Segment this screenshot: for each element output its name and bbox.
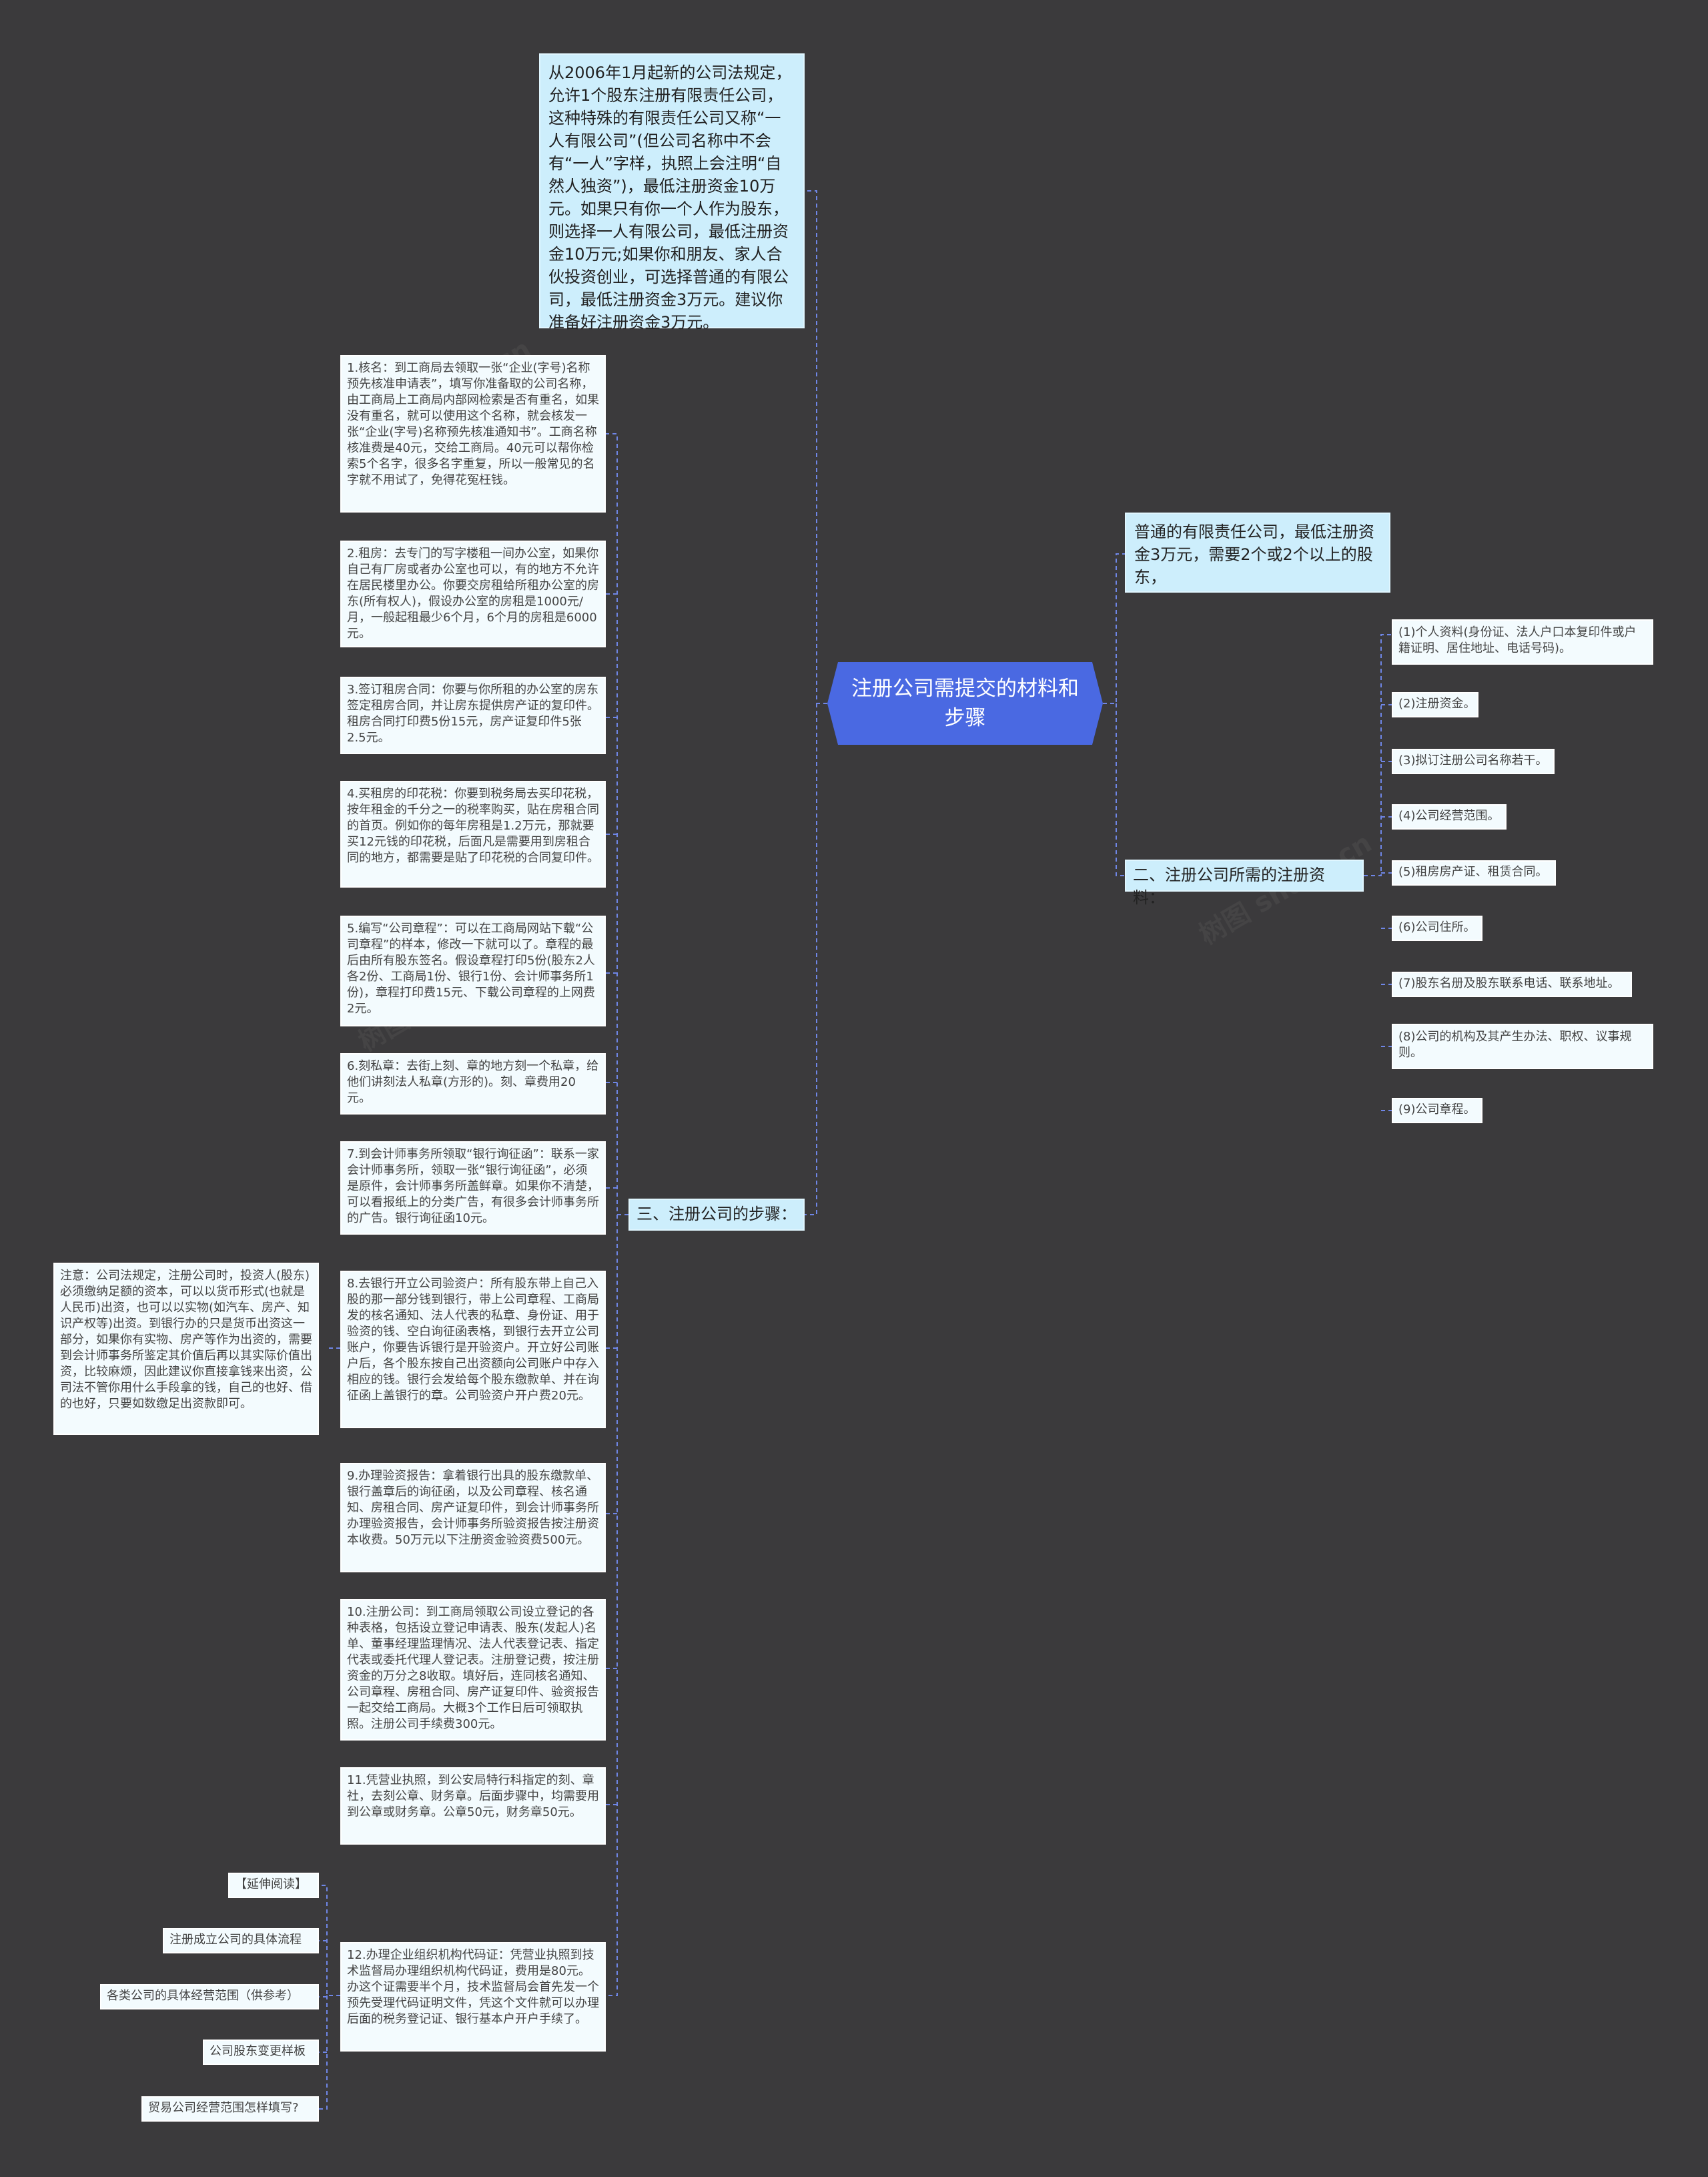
link-materials-trunk [1364, 634, 1392, 876]
extended-item[interactable]: 贸易公司经营范围怎样填写? [141, 2096, 319, 2122]
material-item-5[interactable]: (5)租房房产证、租赁合同。 [1392, 860, 1556, 886]
link-steps-trunk-up [606, 433, 628, 1215]
material-text: (2)注册资金。 [1398, 697, 1476, 711]
step-item-4[interactable]: 4.买租房的印花税：你要到税务局去买印花税，按年租金的千分之一的税率购买，贴在房… [340, 781, 606, 888]
step-item-11[interactable]: 11.凭营业执照，到公安局特行科指定的刻、章社，去刻公章、财务章。后面步骤中，均… [340, 1767, 606, 1845]
material-text: (8)公司的机构及其产生办法、职权、议事规则。 [1398, 1030, 1632, 1060]
steps-title: 三、注册公司的步骤： [636, 1205, 797, 1223]
step-item-2[interactable]: 2.租房：去专门的写字楼租一间办公室，如果你自己有厂房或者办公室也可以，有的地方… [340, 541, 606, 647]
intro-node[interactable]: 从2006年1月起新的公司法规定，允许1个股东注册有限责任公司，这种特殊的有限责… [539, 53, 805, 332]
root-label: 注册公司需提交的材料和步骤 [851, 677, 1079, 730]
materials-title: 二、注册公司所需的注册资料： [1133, 866, 1325, 907]
material-item-3[interactable]: (3)拟订注册公司名称若干。 [1392, 749, 1555, 774]
material-item-7[interactable]: (7)股东名册及股东联系电话、联系地址。 [1392, 972, 1632, 997]
step-text: 2.租房：去专门的写字楼租一间办公室，如果你自己有厂房或者办公室也可以，有的地方… [347, 547, 599, 641]
step-item-6[interactable]: 6.刻私章：去街上刻、章的地方刻一个私章，给他们讲刻法人私章(方形的)。刻、章费… [340, 1053, 606, 1115]
material-item-4[interactable]: (4)公司经营范围。 [1392, 804, 1507, 830]
ordinary-node[interactable]: 普通的有限责任公司，最低注册资金3万元，需要2个或2个以上的股东， [1125, 513, 1390, 593]
step-text: 8.去银行开立公司验资户：所有股东带上自己入股的那一部分钱到银行，带上公司章程、… [347, 1277, 599, 1403]
materials-title-node[interactable]: 二、注册公司所需的注册资料： [1125, 860, 1364, 907]
step-item-3[interactable]: 3.签订租房合同：你要与你所租的办公室的房东签定租房合同，并让房东提供房产证的复… [340, 677, 606, 754]
extended-item[interactable]: 注册成立公司的具体流程 [163, 1928, 319, 1953]
link-steps-items [606, 593, 617, 1805]
material-item-1[interactable]: (1)个人资料(身份证、法人户口本复印件或户籍证明、居住地址、电话号码)。 [1392, 619, 1653, 665]
link-root-ordinary [1103, 553, 1125, 704]
extended-text: 各类公司的具体经营范围（供参考） [107, 1989, 299, 2003]
extended-text: 贸易公司经营范围怎样填写? [148, 2101, 299, 2115]
material-text: (6)公司住所。 [1398, 920, 1476, 934]
link-step12-ext-items [319, 1940, 327, 2053]
link-root-steps [805, 703, 817, 1215]
link-step12-ext-down [319, 1995, 328, 2110]
link-steps-trunk-down [606, 1215, 618, 1996]
material-item-2[interactable]: (2)注册资金。 [1392, 692, 1478, 717]
material-item-6[interactable]: (6)公司住所。 [1392, 916, 1482, 941]
material-text: (9)公司章程。 [1398, 1103, 1476, 1117]
link-root-intro [805, 190, 827, 704]
step-item-12[interactable]: 12.办理企业组织机构代码证：凭营业执照到技术监督局办理组织机构代码证，费用是8… [340, 1942, 606, 2052]
extended-item[interactable]: 各类公司的具体经营范围（供参考） [100, 1984, 319, 2009]
root-node[interactable]: 注册公司需提交的材料和步骤 [827, 662, 1103, 745]
note-text: 注意：公司法规定，注册公司时，投资人(股东)必须缴纳足额的资本，可以以货币形式(… [60, 1269, 312, 1411]
step-item-5[interactable]: 5.编写“公司章程”：可以在工商局网站下载“公司章程”的样本，修改一下就可以了。… [340, 916, 606, 1026]
material-text: (3)拟订注册公司名称若干。 [1398, 753, 1548, 767]
material-text: (7)股东名册及股东联系电话、联系地址。 [1398, 976, 1620, 990]
step-text: 9.办理验资报告：拿着银行出具的股东缴款单、银行盖章后的询征函，以及公司章程、核… [347, 1469, 599, 1547]
material-text: (5)租房房产证、租赁合同。 [1398, 865, 1548, 879]
step-item-8[interactable]: 8.去银行开立公司验资户：所有股东带上自己入股的那一部分钱到银行，带上公司章程、… [340, 1271, 606, 1428]
step-item-9[interactable]: 9.办理验资报告：拿着银行出具的股东缴款单、银行盖章后的询征函，以及公司章程、核… [340, 1463, 606, 1572]
step-item-10[interactable]: 10.注册公司：到工商局领取公司设立登记的各种表格，包括设立登记申请表、股东(发… [340, 1599, 606, 1741]
step-text: 10.注册公司：到工商局领取公司设立登记的各种表格，包括设立登记申请表、股东(发… [347, 1605, 599, 1731]
step-text: 11.凭营业执照，到公安局特行科指定的刻、章社，去刻公章、财务章。后面步骤中，均… [347, 1773, 599, 1819]
ordinary-text: 普通的有限责任公司，最低注册资金3万元，需要2个或2个以上的股东， [1134, 523, 1374, 587]
step-text: 6.刻私章：去街上刻、章的地方刻一个私章，给他们讲刻法人私章(方形的)。刻、章费… [347, 1059, 599, 1105]
extended-text: 公司股东变更样板 [209, 2044, 306, 2058]
material-text: (4)公司经营范围。 [1398, 809, 1500, 823]
step-text: 1.核名：到工商局去领取一张“企业(字号)名称预先核准申请表”，填写你准备取的公… [347, 361, 599, 487]
intro-text: 从2006年1月起新的公司法规定，允许1个股东注册有限责任公司，这种特殊的有限责… [548, 63, 792, 332]
material-item-8[interactable]: (8)公司的机构及其产生办法、职权、议事规则。 [1392, 1024, 1653, 1069]
material-text: (1)个人资料(身份证、法人户口本复印件或户籍证明、居住地址、电话号码)。 [1398, 625, 1637, 655]
link-materials-items [1381, 704, 1392, 1111]
material-item-9[interactable]: (9)公司章程。 [1392, 1098, 1482, 1123]
step-text: 12.办理企业组织机构代码证：凭营业执照到技术监督局办理组织机构代码证，费用是8… [347, 1948, 599, 2026]
link-step12-ext-up [319, 1885, 340, 1996]
extended-item[interactable]: 【延伸阅读】 [228, 1873, 319, 1898]
step-text: 4.买租房的印花税：你要到税务局去买印花税，按年租金的千分之一的税率购买，贴在房… [347, 787, 599, 865]
extended-text: 注册成立公司的具体流程 [169, 1933, 302, 1947]
link-root-materials [1116, 703, 1125, 876]
note-node[interactable]: 注意：公司法规定，注册公司时，投资人(股东)必须缴纳足额的资本，可以以货币形式(… [53, 1263, 319, 1435]
extended-item[interactable]: 公司股东变更样板 [203, 2040, 319, 2065]
step-item-7[interactable]: 7.到会计师事务所领取“银行询征函”：联系一家会计师事务所，领取一张“银行询征函… [340, 1141, 606, 1235]
step-item-1[interactable]: 1.核名：到工商局去领取一张“企业(字号)名称预先核准申请表”，填写你准备取的公… [340, 355, 606, 513]
step-text: 7.到会计师事务所领取“银行询征函”：联系一家会计师事务所，领取一张“银行询征函… [347, 1147, 599, 1225]
extended-text: 【延伸阅读】 [235, 1877, 307, 1891]
step-text: 3.签订租房合同：你要与你所租的办公室的房东签定租房合同，并让房东提供房产证的复… [347, 683, 599, 745]
steps-title-node[interactable]: 三、注册公司的步骤： [628, 1199, 805, 1231]
step-text: 5.编写“公司章程”：可以在工商局网站下载“公司章程”的样本，修改一下就可以了。… [347, 922, 595, 1016]
